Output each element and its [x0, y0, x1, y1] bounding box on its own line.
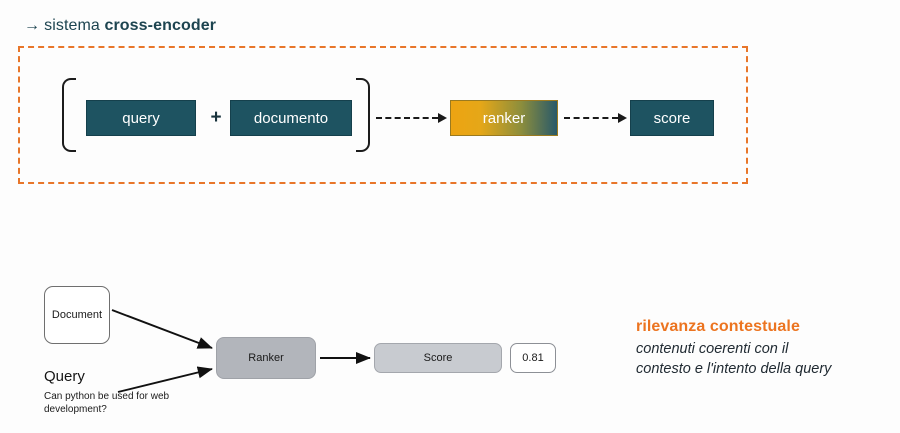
dashed-highlight-frame: [18, 46, 748, 184]
diagram-node-ranker: Ranker: [216, 337, 316, 379]
page-title: →sistema cross-encoder: [24, 17, 216, 35]
diagram-node-score: Score: [374, 343, 502, 373]
diagram-query-text: Can python be used for web development?: [44, 391, 170, 415]
arrow-document-to-ranker-icon: [111, 309, 213, 349]
annotation-title: rilevanza contestuale: [636, 318, 800, 335]
page-title-strong: cross-encoder: [104, 17, 217, 34]
pipeline-node-documento: documento: [230, 100, 352, 136]
annotation-body-line2: contesto e l'intento della query: [636, 361, 832, 377]
diagram-label-query: Query: [44, 368, 85, 385]
diagram-node-document: Document: [44, 286, 110, 344]
pipeline-node-score: score: [630, 100, 714, 136]
arrow-right-icon: →: [24, 17, 41, 34]
ranker-flow-diagram: Document Query Can python be used for we…: [0, 265, 620, 433]
dashed-line: [376, 117, 438, 119]
diagram-score-value: 0.81: [510, 343, 556, 373]
annotation-body: contenuti coerenti con il contesto e l'i…: [636, 339, 886, 379]
annotation-block: rilevanza contestuale contenuti coerenti…: [636, 318, 886, 379]
cross-encoder-pipeline: query + documento ranker score: [18, 46, 748, 184]
bracket-left-icon: [62, 78, 76, 152]
dashed-arrow-ranker-to-score-icon: [564, 113, 630, 123]
dashed-arrow-pair-to-ranker-icon: [376, 113, 450, 123]
pipeline-node-ranker: ranker: [450, 100, 558, 136]
plus-icon: +: [210, 107, 222, 128]
arrow-head: [618, 113, 627, 123]
arrow-query-to-ranker-icon: [117, 366, 213, 393]
pipeline-node-query: query: [86, 100, 196, 136]
dashed-line: [564, 117, 618, 119]
annotation-body-line1: contenuti coerenti con il: [636, 341, 789, 357]
bracket-right-icon: [356, 78, 370, 152]
arrow-head: [438, 113, 447, 123]
page-title-plain: sistema: [44, 17, 100, 34]
